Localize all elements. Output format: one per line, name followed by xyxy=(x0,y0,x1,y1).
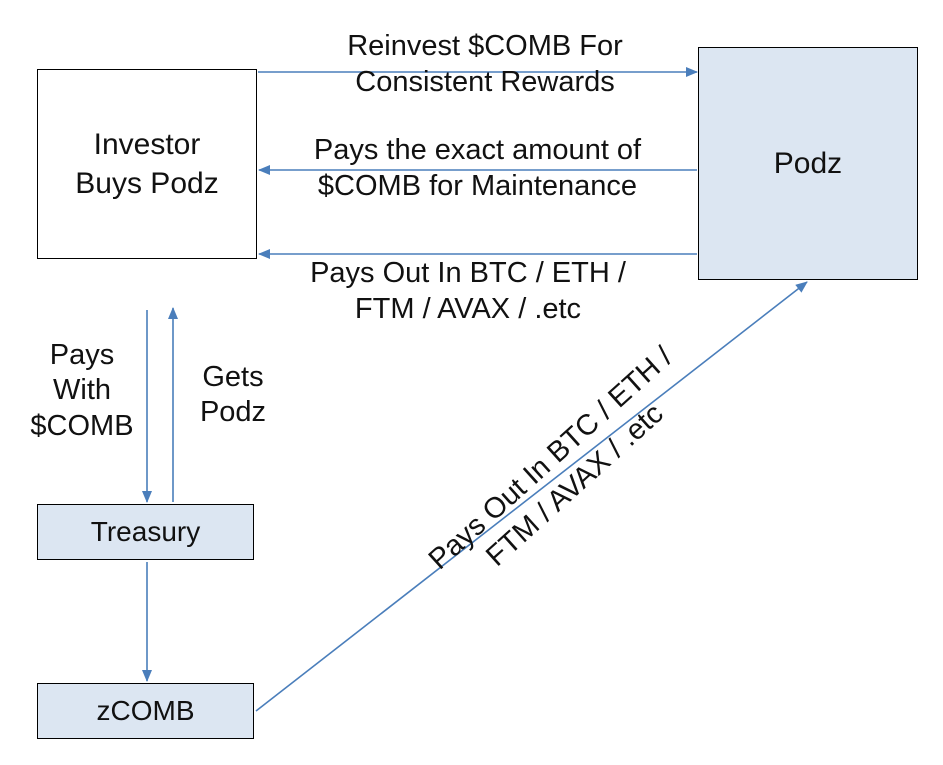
reinvest-label-line2: Consistent Rewards xyxy=(355,66,615,99)
zcomb-node: zCOMB xyxy=(37,683,254,739)
reinvest-edge-label: Reinvest $COMB For Consistent Rewards xyxy=(290,28,680,101)
gets-podz-label-line2: Podz xyxy=(199,396,267,429)
pays-with-label-line2: With xyxy=(53,374,111,407)
payout-investor-label-line1: Pays Out In BTC / ETH / xyxy=(310,257,626,289)
podz-node: Podz xyxy=(698,47,918,280)
investor-label-line1: Investor xyxy=(93,128,201,161)
treasury-node: Treasury xyxy=(37,504,254,560)
zcomb-label: zCOMB xyxy=(96,694,195,726)
maintenance-edge-label: Pays the exact amount of $COMB for Maint… xyxy=(270,132,685,205)
gets-podz-edge-label: Gets Podz xyxy=(178,360,288,431)
investor-node: Investor Buys Podz xyxy=(37,69,257,259)
maintenance-label-line2: $COMB for Maintenance xyxy=(317,170,638,203)
maintenance-label-line1: Pays the exact amount of xyxy=(313,134,642,166)
payout-investor-edge-label: Pays Out In BTC / ETH / FTM / AVAX / .et… xyxy=(268,255,668,328)
treasury-label: Treasury xyxy=(90,515,201,547)
gets-podz-label-line1: Gets xyxy=(202,361,264,393)
reinvest-label-line1: Reinvest $COMB For xyxy=(347,30,623,62)
investor-label-line2: Buys Podz xyxy=(75,167,219,200)
podz-label: Podz xyxy=(773,147,843,180)
pays-with-label-line3: $COMB xyxy=(30,409,134,442)
arrow-payout-zcomb xyxy=(255,281,808,712)
payout-investor-label-line2: FTM / AVAX / .etc xyxy=(354,293,582,326)
pays-with-label-line1: Pays xyxy=(49,339,115,371)
pays-with-edge-label: Pays With $COMB xyxy=(22,338,142,444)
